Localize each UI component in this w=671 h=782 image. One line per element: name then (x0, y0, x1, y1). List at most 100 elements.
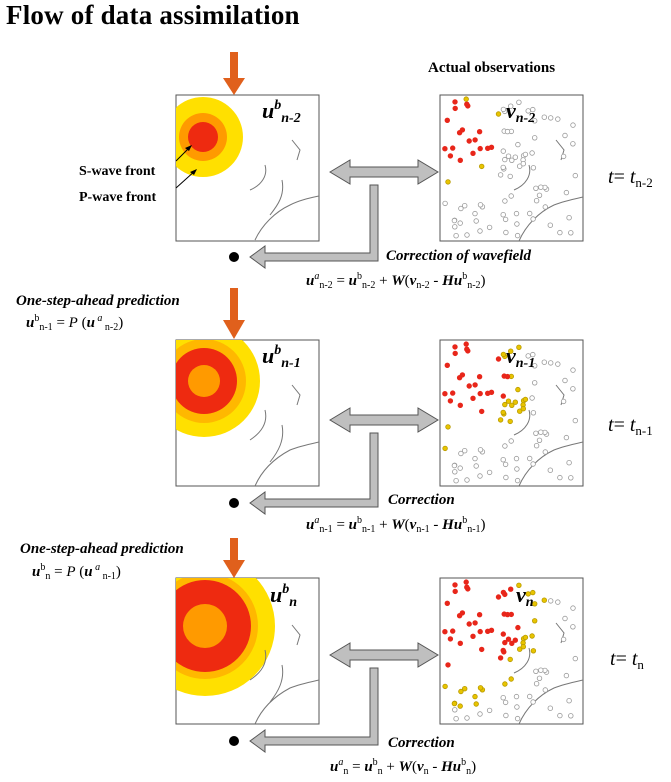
correction-equation-1: uan-2 = ubn-2 + W(vn-2 - Hubn-2) (306, 271, 486, 291)
station-marker-p-wave (512, 399, 518, 405)
station-marker-s-wave (504, 373, 511, 380)
station-marker-s-wave (472, 137, 478, 143)
station-marker (530, 410, 537, 416)
u-label-1: ubn-2 (262, 98, 301, 126)
station-marker (504, 128, 511, 135)
station-marker-s-wave (497, 655, 504, 661)
station-marker-s-wave (512, 637, 518, 643)
station-marker (451, 462, 458, 469)
station-marker (503, 712, 509, 719)
station-marker-s-wave (466, 383, 472, 389)
state-dot-1 (229, 252, 239, 262)
station-marker (555, 116, 561, 122)
station-marker-p-wave (445, 179, 451, 185)
station-marker-p-wave (505, 398, 512, 404)
station-marker (538, 667, 544, 673)
station-marker (452, 224, 458, 230)
station-marker (525, 108, 531, 114)
station-marker-p-wave (473, 701, 479, 707)
station-marker-s-wave (444, 117, 450, 123)
station-marker-s-wave (457, 157, 463, 163)
station-marker (477, 447, 484, 453)
station-marker (512, 154, 518, 160)
correction-label-2: Correction (388, 492, 455, 508)
station-marker-s-wave (508, 586, 514, 592)
station-marker-s-wave (452, 588, 458, 595)
station-marker-p-wave (522, 634, 529, 641)
station-marker-s-wave (442, 629, 448, 635)
v-label-2: vn-1 (506, 343, 536, 371)
station-marker-p-wave (458, 688, 464, 695)
station-marker-s-wave (444, 600, 450, 606)
station-marker (570, 122, 576, 128)
station-marker (533, 668, 539, 674)
station-marker (532, 363, 538, 369)
prediction-arrow-3 (223, 538, 245, 578)
feedback-arrow-3 (249, 667, 379, 753)
station-marker (514, 715, 521, 722)
station-marker (502, 156, 508, 163)
station-marker (503, 229, 509, 236)
compare-arrow-2 (329, 407, 439, 433)
station-marker-p-wave (442, 683, 448, 690)
station-marker-s-wave (464, 101, 470, 107)
station-marker-s-wave (477, 390, 483, 397)
station-marker (555, 361, 561, 367)
station-marker (568, 475, 574, 481)
station-marker-s-wave (464, 346, 470, 352)
station-marker (502, 443, 508, 449)
station-marker (508, 193, 514, 199)
station-marker (541, 114, 547, 120)
station-marker (515, 141, 521, 148)
station-marker (527, 693, 533, 700)
station-marker (514, 232, 521, 239)
station-marker-s-wave (470, 150, 476, 156)
station-marker (453, 478, 459, 484)
station-marker (570, 386, 576, 392)
station-marker (500, 164, 506, 171)
station-marker (560, 153, 567, 160)
station-marker-s-wave (476, 612, 483, 618)
station-marker (500, 211, 506, 218)
station-marker (513, 455, 520, 462)
station-marker-s-wave (500, 393, 506, 399)
correction-equation-2: uan-1 = ubn-1 + W(vn-1 - Hubn-1) (306, 515, 486, 535)
station-marker-s-wave (452, 105, 458, 112)
station-marker-p-wave (472, 693, 478, 700)
v-label-1: vn-2 (506, 98, 536, 126)
station-marker (530, 461, 536, 467)
station-marker-p-wave (508, 348, 514, 354)
station-marker (486, 224, 493, 231)
station-marker (560, 636, 567, 643)
page-title: Flow of data assimilation (6, 0, 300, 30)
station-marker (563, 672, 570, 679)
station-marker-p-wave (463, 96, 469, 102)
station-marker-s-wave (452, 99, 458, 105)
station-marker (500, 106, 507, 113)
station-marker (477, 711, 483, 717)
station-marker (542, 687, 548, 693)
s-wave-label: S-wave front (79, 164, 156, 179)
station-marker (452, 469, 458, 475)
station-marker-s-wave (463, 341, 469, 347)
station-marker-p-wave (522, 396, 529, 403)
station-marker (513, 693, 520, 700)
station-marker-p-wave (502, 681, 508, 687)
feedback-arrow-2 (249, 432, 379, 515)
station-marker (505, 153, 512, 159)
station-marker (452, 707, 458, 713)
wave-core (188, 122, 218, 152)
station-marker (563, 189, 570, 196)
station-marker (500, 457, 506, 463)
v-label-3: vn (516, 582, 534, 610)
station-marker-p-wave (532, 601, 538, 607)
station-marker-s-wave (477, 145, 483, 152)
station-marker-s-wave (464, 584, 470, 590)
station-marker-s-wave (459, 372, 466, 378)
station-marker (472, 210, 478, 217)
station-marker (533, 430, 539, 436)
station-marker-s-wave (470, 395, 476, 401)
station-marker (453, 232, 459, 239)
station-marker (462, 448, 468, 454)
station-marker-s-wave (502, 639, 508, 646)
